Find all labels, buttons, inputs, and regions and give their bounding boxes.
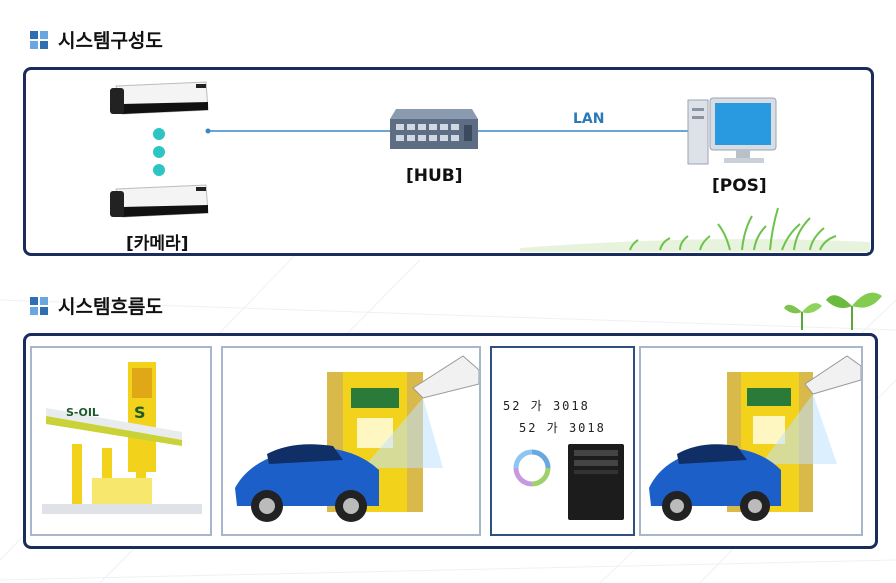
recognition-frame: 52 가 3018 52 가 3018	[490, 346, 635, 536]
camera-bottom-icon	[110, 184, 209, 218]
sync-cycle-icon	[513, 449, 551, 487]
pos-computer-icon	[687, 97, 777, 165]
section-heading-flow: 시스템흐름도	[30, 292, 163, 319]
heading-grid-icon	[30, 296, 48, 315]
sprout-icon	[784, 292, 882, 330]
plate-text-top: 52 가 3018	[500, 396, 593, 415]
car-pump-image	[235, 355, 479, 522]
camera-dot-1	[153, 128, 165, 140]
car-pump-frame	[221, 346, 481, 536]
brand-text: S-OIL	[66, 406, 99, 419]
section-heading-config: 시스템구성도	[30, 26, 163, 53]
lan-label: LAN	[573, 111, 605, 127]
pos-label: [POS]	[712, 176, 767, 196]
plate-text-bottom: 52 가 3018	[516, 418, 609, 437]
camera-top-icon	[110, 81, 209, 115]
camera-dot-3	[153, 164, 165, 176]
grass-decoration	[520, 207, 870, 252]
section-title: 시스템구성도	[58, 30, 163, 52]
hub-label: [HUB]	[406, 166, 463, 186]
server-icon	[568, 444, 624, 520]
network-lines	[205, 128, 690, 134]
svg-text:S: S	[134, 403, 146, 422]
gas-station-image: S S-OIL	[32, 348, 210, 534]
section-title: 시스템흐름도	[58, 296, 163, 318]
car-pump-frame-2	[639, 346, 863, 536]
camera-dot-2	[153, 146, 165, 158]
hub-icon	[390, 109, 478, 149]
camera-label: [카메라]	[126, 234, 189, 254]
heading-grid-icon	[30, 30, 48, 49]
gas-station-frame: S S-OIL	[30, 346, 212, 536]
car-pump-image	[649, 355, 861, 521]
